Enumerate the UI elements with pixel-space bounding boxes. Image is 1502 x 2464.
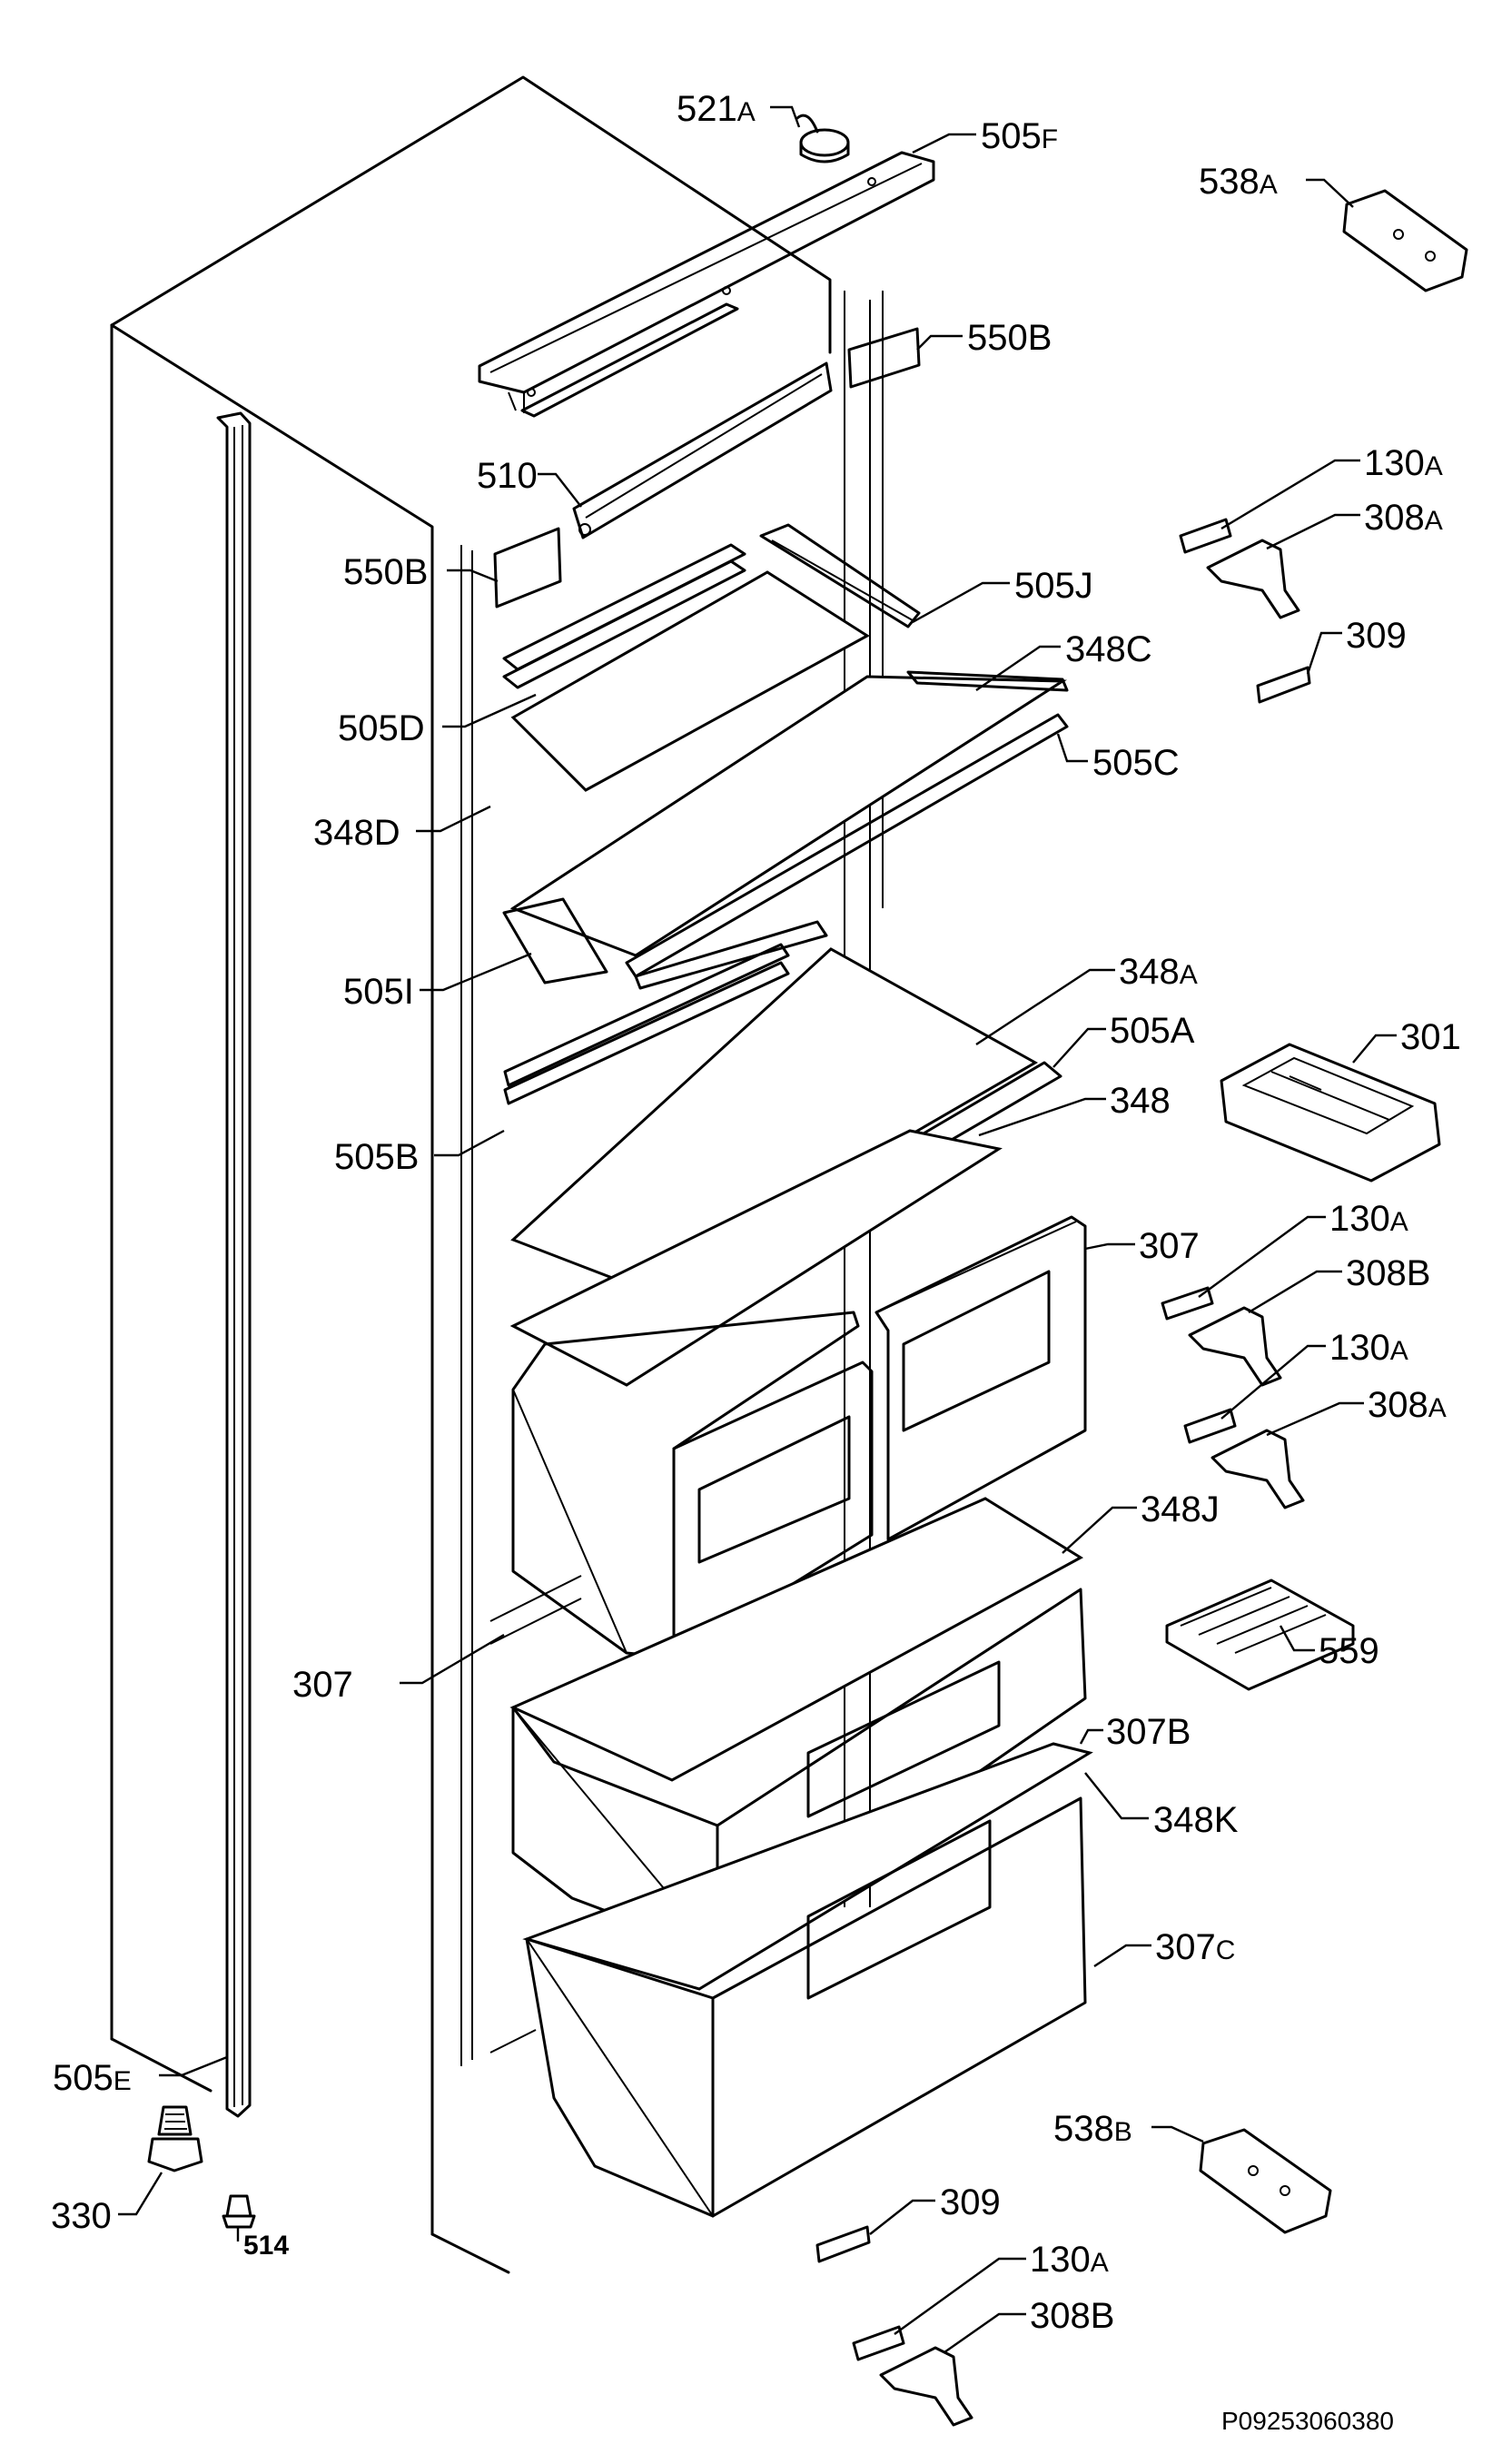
label-301: 301 bbox=[1400, 1017, 1461, 1057]
bottom-glass-shelf bbox=[522, 1742, 1093, 1991]
label-538B: 538B bbox=[1053, 2109, 1132, 2149]
label-130A-1: 130A bbox=[1364, 443, 1443, 483]
clip-308a-1 bbox=[1206, 539, 1300, 619]
label-307-2: 307 bbox=[292, 1665, 353, 1705]
label-309-2 bbox=[815, 2225, 871, 2263]
label-130A-4: 130A bbox=[1030, 2240, 1109, 2280]
label-307B: 307B bbox=[1106, 1712, 1191, 1752]
label-348: 348 bbox=[1110, 1081, 1171, 1121]
label-307C: 307C bbox=[1155, 1927, 1236, 1967]
label-505A: 505A bbox=[1110, 1011, 1195, 1051]
lamp-part bbox=[795, 114, 850, 163]
cover-plate-left bbox=[493, 527, 562, 609]
label-550B-top: 550B bbox=[967, 318, 1052, 358]
label-538A: 538A bbox=[1199, 162, 1278, 202]
clip-308b-2 bbox=[879, 2346, 973, 2427]
label-308B-2: 308B bbox=[1030, 2296, 1115, 2336]
label-308A-1: 308A bbox=[1364, 498, 1443, 538]
label-309-2: 309 bbox=[940, 2182, 1001, 2222]
spacer-130a-2 bbox=[1161, 1286, 1214, 1321]
label-505B: 505B bbox=[334, 1137, 420, 1177]
top-rail bbox=[478, 151, 935, 418]
clip-308b-1 bbox=[1188, 1306, 1282, 1387]
label-505I: 505I bbox=[343, 972, 414, 1012]
label-130A-3: 130A bbox=[1329, 1328, 1408, 1368]
light-cover bbox=[572, 361, 833, 539]
lower-glass-shelf bbox=[509, 1497, 1083, 1782]
leader-lines bbox=[118, 105, 1397, 2353]
bottom-drawer bbox=[525, 1796, 1087, 2218]
spacer-130a-4 bbox=[852, 2325, 905, 2361]
upper-drawer-right bbox=[875, 1215, 1087, 1541]
upper-drawer-left bbox=[511, 1311, 874, 1659]
adjustable-foot bbox=[147, 2105, 203, 2172]
label-510: 510 bbox=[477, 456, 538, 496]
label-505J: 505J bbox=[1014, 566, 1093, 606]
label-348D: 348D bbox=[313, 813, 400, 853]
spacer-130a-1 bbox=[1179, 518, 1232, 554]
label-308A-2: 308A bbox=[1368, 1385, 1447, 1425]
clip-308a-2 bbox=[1210, 1429, 1305, 1509]
label-550B-left: 550B bbox=[343, 552, 429, 592]
label-348J: 348J bbox=[1141, 1489, 1220, 1529]
hinge-bottom bbox=[1199, 2128, 1332, 2234]
label-348A: 348A bbox=[1119, 952, 1198, 992]
label-309-1 bbox=[1256, 666, 1311, 704]
upper-shelf-assembly bbox=[502, 523, 1069, 990]
label-348K: 348K bbox=[1153, 1800, 1239, 1840]
ice-tray bbox=[1220, 1043, 1441, 1183]
label-308B-1: 308B bbox=[1346, 1253, 1431, 1293]
label-514: 514 bbox=[243, 2231, 290, 2261]
cover-plate-right bbox=[847, 327, 921, 389]
label-330: 330 bbox=[51, 2196, 112, 2236]
middle-shelf-assembly bbox=[503, 943, 1062, 1387]
hinge-top bbox=[1342, 189, 1468, 292]
label-559: 559 bbox=[1319, 1631, 1379, 1671]
door-seal-strip bbox=[216, 411, 252, 2118]
spacer-130a-3 bbox=[1183, 1408, 1237, 1444]
label-307-1: 307 bbox=[1139, 1226, 1200, 1266]
label-505F: 505F bbox=[981, 116, 1059, 156]
label-505C: 505C bbox=[1092, 743, 1180, 783]
label-348C: 348C bbox=[1065, 629, 1152, 669]
label-130A-2: 130A bbox=[1329, 1199, 1408, 1239]
label-521A: 521A bbox=[677, 89, 756, 129]
filter-tray bbox=[1165, 1578, 1355, 1691]
label-505D: 505D bbox=[338, 708, 425, 748]
screw-514 bbox=[222, 2194, 256, 2229]
diagram-reference-number: P09253060380 bbox=[1221, 2407, 1394, 2435]
label-505E: 505E bbox=[53, 2058, 132, 2098]
label-309-1: 309 bbox=[1346, 616, 1407, 656]
